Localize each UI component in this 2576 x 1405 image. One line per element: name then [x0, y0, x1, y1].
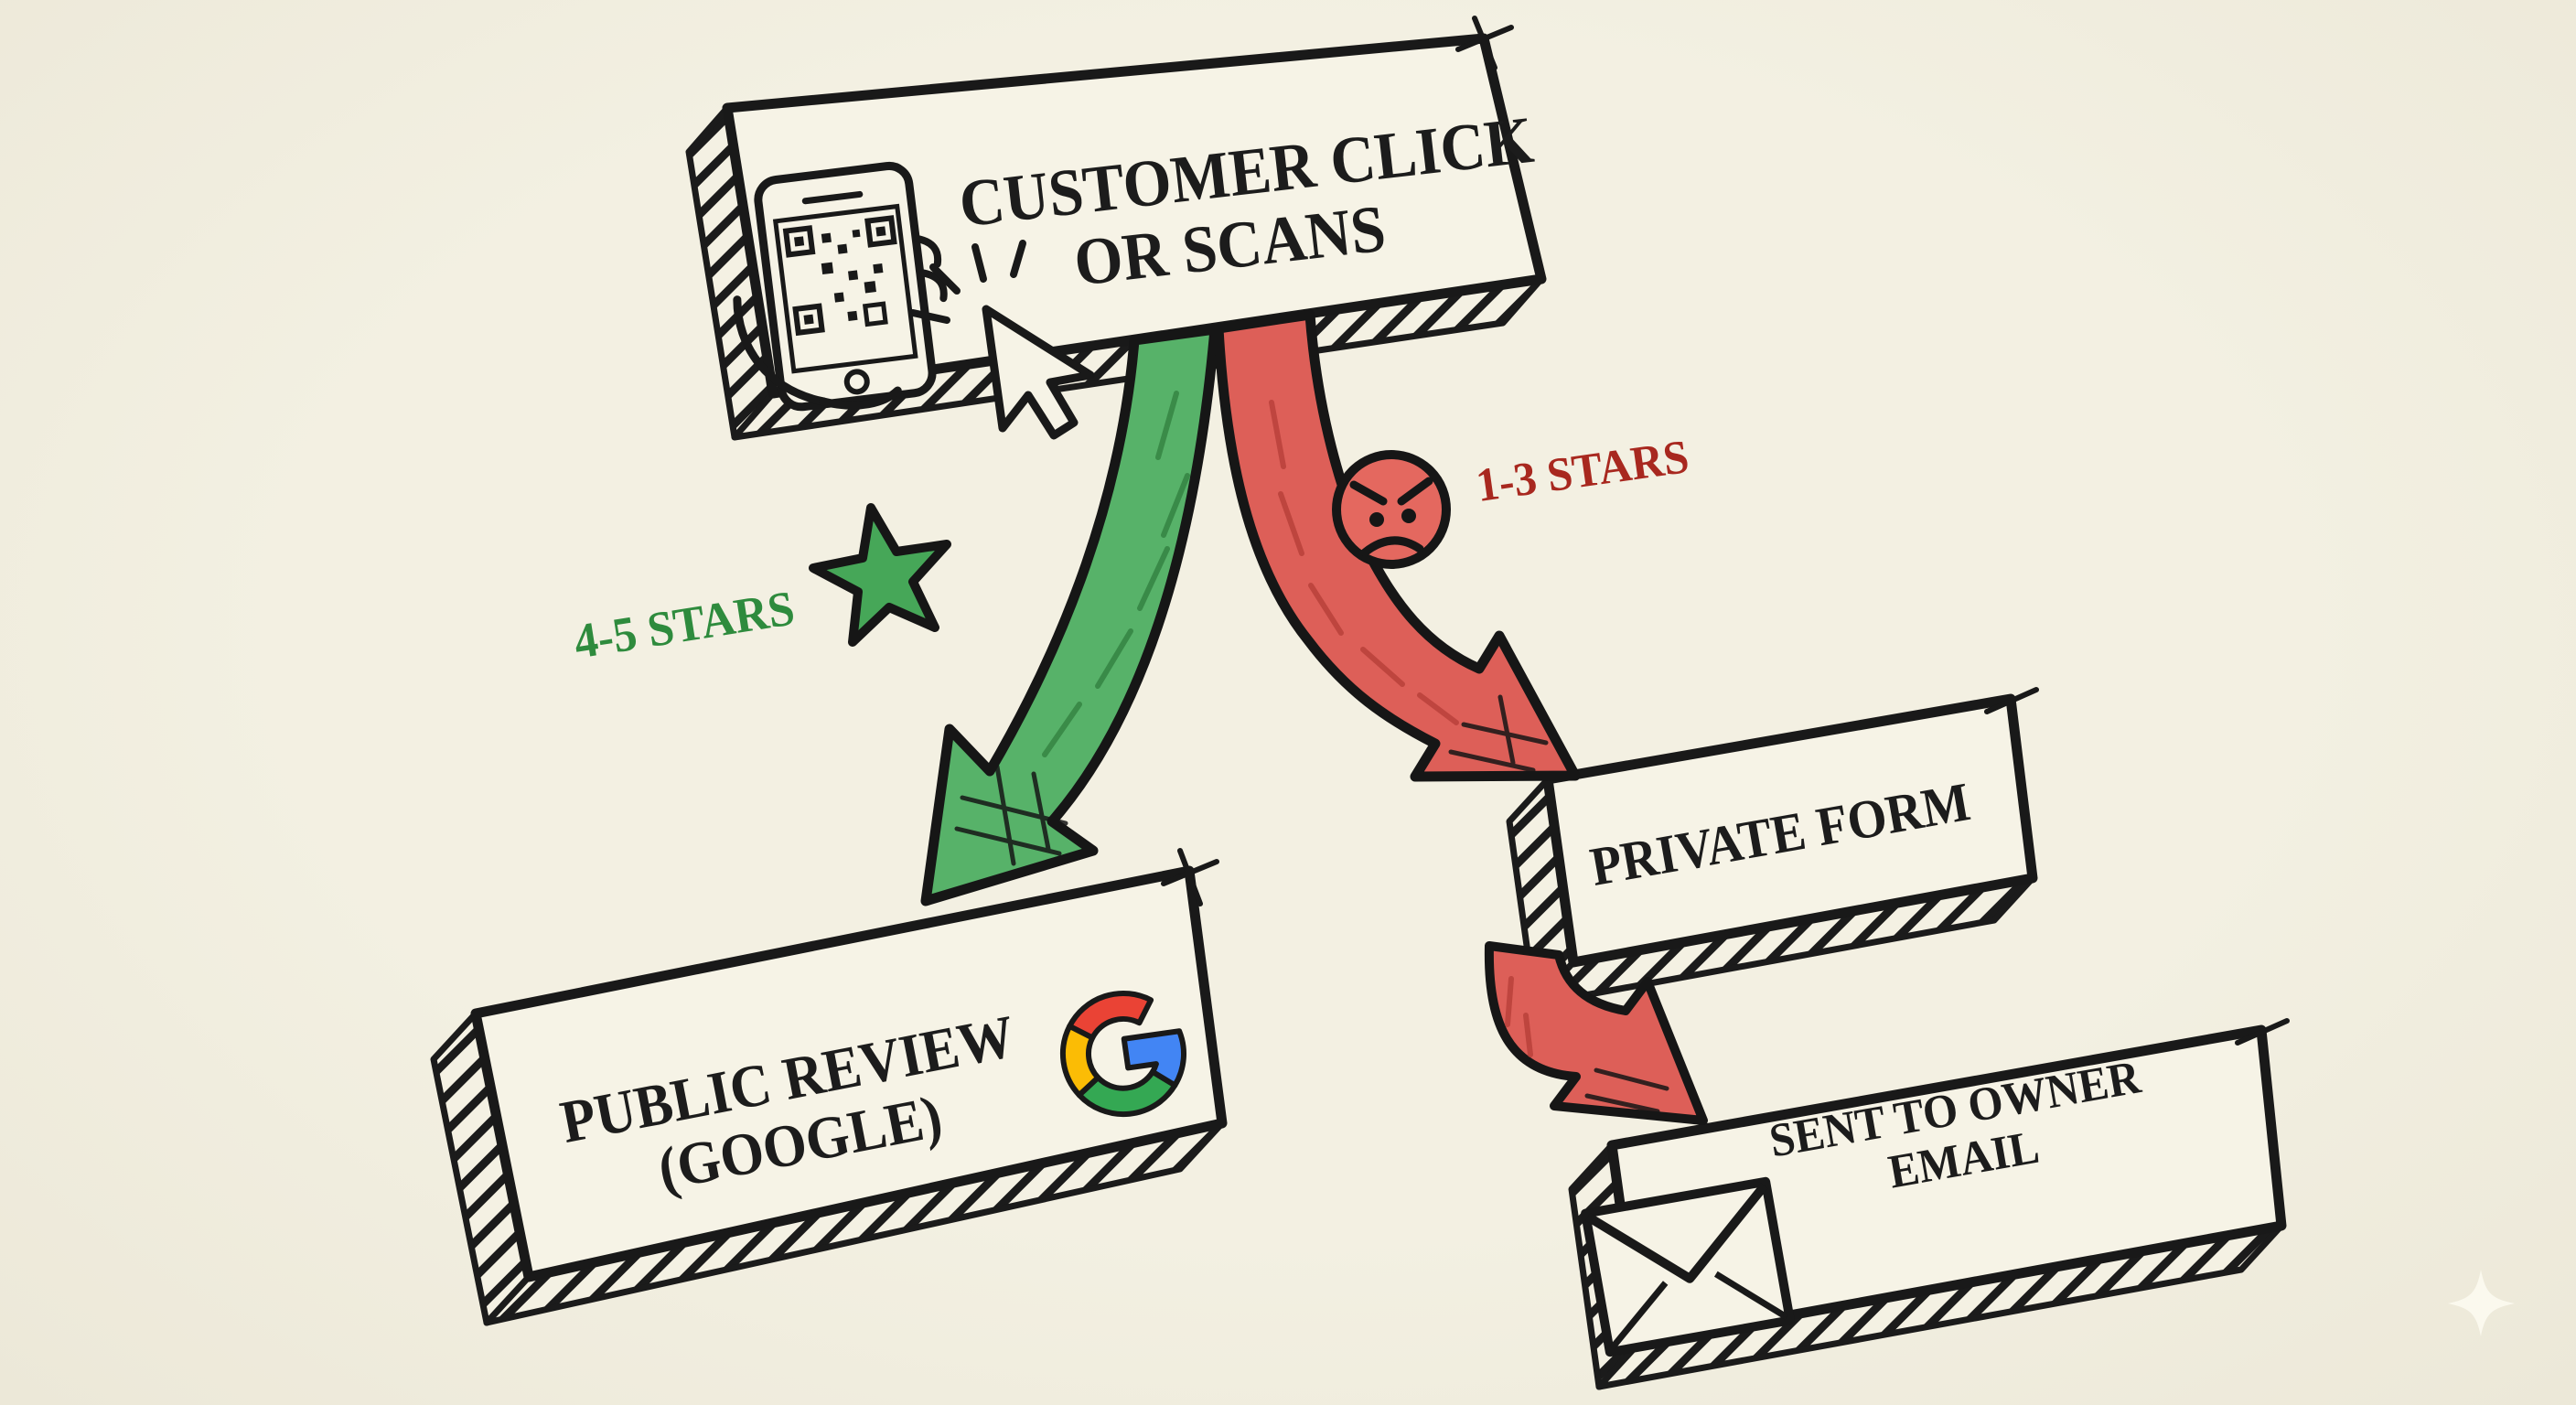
qr-code: [782, 215, 897, 337]
positive-arrow: [920, 324, 1220, 906]
qr-phone-icon: [733, 161, 948, 412]
sketch-overshoot: [1984, 687, 2039, 714]
arrow-shading: [1505, 976, 1533, 1057]
hand: [733, 235, 948, 410]
google-g-icon: [1060, 990, 1187, 1118]
arrowhead-hatch: [1584, 1067, 1669, 1114]
sketch-overshoot: [1455, 16, 1514, 70]
sketch-overshoot: [2235, 1018, 2290, 1046]
envelope-icon: [1581, 1176, 1795, 1357]
click-burst: [909, 240, 1026, 324]
sketch-overshoot: [1161, 848, 1219, 906]
public-review-box: [430, 848, 1228, 1326]
angry-face-icon: [1332, 450, 1451, 569]
star-icon: [809, 503, 951, 647]
arrowhead-hatch: [954, 764, 1068, 866]
sparkle-icon: [2448, 1270, 2515, 1336]
arrowhead-hatch: [1448, 694, 1549, 773]
form-to-email-arrow: [1484, 941, 1708, 1125]
cursor-icon: [909, 240, 1095, 440]
arrow-shading: [1269, 400, 1459, 725]
arrow-shading: [1042, 391, 1190, 757]
